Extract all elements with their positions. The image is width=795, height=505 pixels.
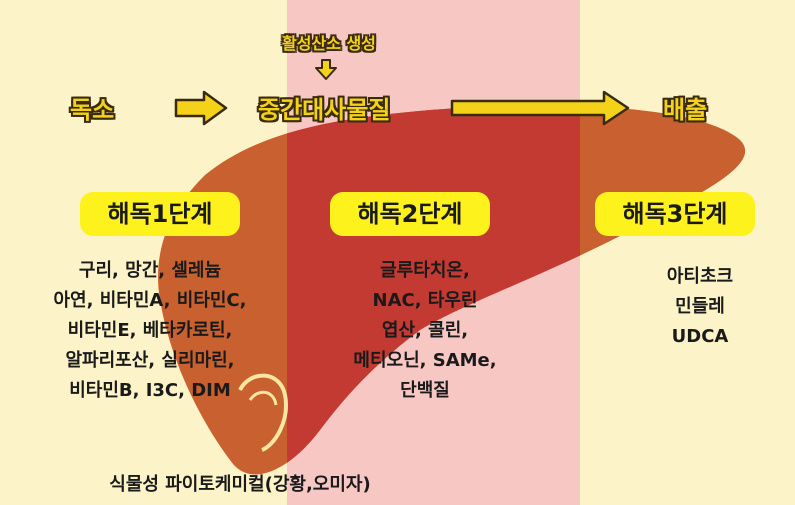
excretion-label: 배출 — [663, 96, 708, 124]
arrow-intermediate-to-excretion — [450, 90, 630, 126]
intermediate-label: 중간대사물질 — [258, 96, 391, 124]
stage1-nutrient-list: 구리, 망간, 셀레늄 아연, 비타민A, 비타민C, 비타민E, 베타카로틴,… — [20, 256, 280, 406]
stage3-nutrient-list: 아티초크 민들레 UDCA — [620, 262, 780, 352]
stage2-badge: 해독2단계 — [330, 192, 490, 236]
list-item: 단백질 — [400, 380, 450, 401]
arrow-down-icon — [315, 59, 337, 80]
list-item: 비타민B, I3C, DIM — [69, 380, 231, 401]
list-item: 엽산, 콜린, — [381, 320, 469, 341]
list-item: 비타민E, 베타카로틴, — [67, 320, 233, 341]
list-item: 아연, 비타민A, 비타민C, — [53, 290, 247, 311]
list-item: 글루타치온, — [380, 260, 470, 281]
phytochemical-note: 식물성 파이토케미컬(강황,오미자) — [109, 474, 371, 495]
list-item: 민들레 — [675, 296, 725, 317]
list-item: 알파리포산, 실리마린, — [65, 350, 235, 371]
list-item: 구리, 망간, 셀레늄 — [78, 260, 222, 281]
stage2-nutrient-list: 글루타치온, NAC, 타우린 엽산, 콜린, 메티오닌, SAMe, 단백질 — [315, 256, 535, 406]
stage3-badge: 해독3단계 — [595, 192, 755, 236]
list-item: NAC, 타우린 — [372, 290, 478, 311]
stage1-badge: 해독1단계 — [80, 192, 240, 236]
arrow-toxin-to-intermediate — [174, 90, 228, 126]
list-item: 메티오닌, SAMe, — [353, 350, 497, 371]
list-item: UDCA — [671, 326, 729, 347]
gallbladder-outline — [238, 373, 288, 452]
radical-note: 활성산소 생성 — [282, 34, 376, 53]
gallbladder-inner — [248, 390, 278, 406]
toxin-label: 독소 — [70, 96, 115, 124]
list-item: 아티초크 — [666, 266, 734, 287]
